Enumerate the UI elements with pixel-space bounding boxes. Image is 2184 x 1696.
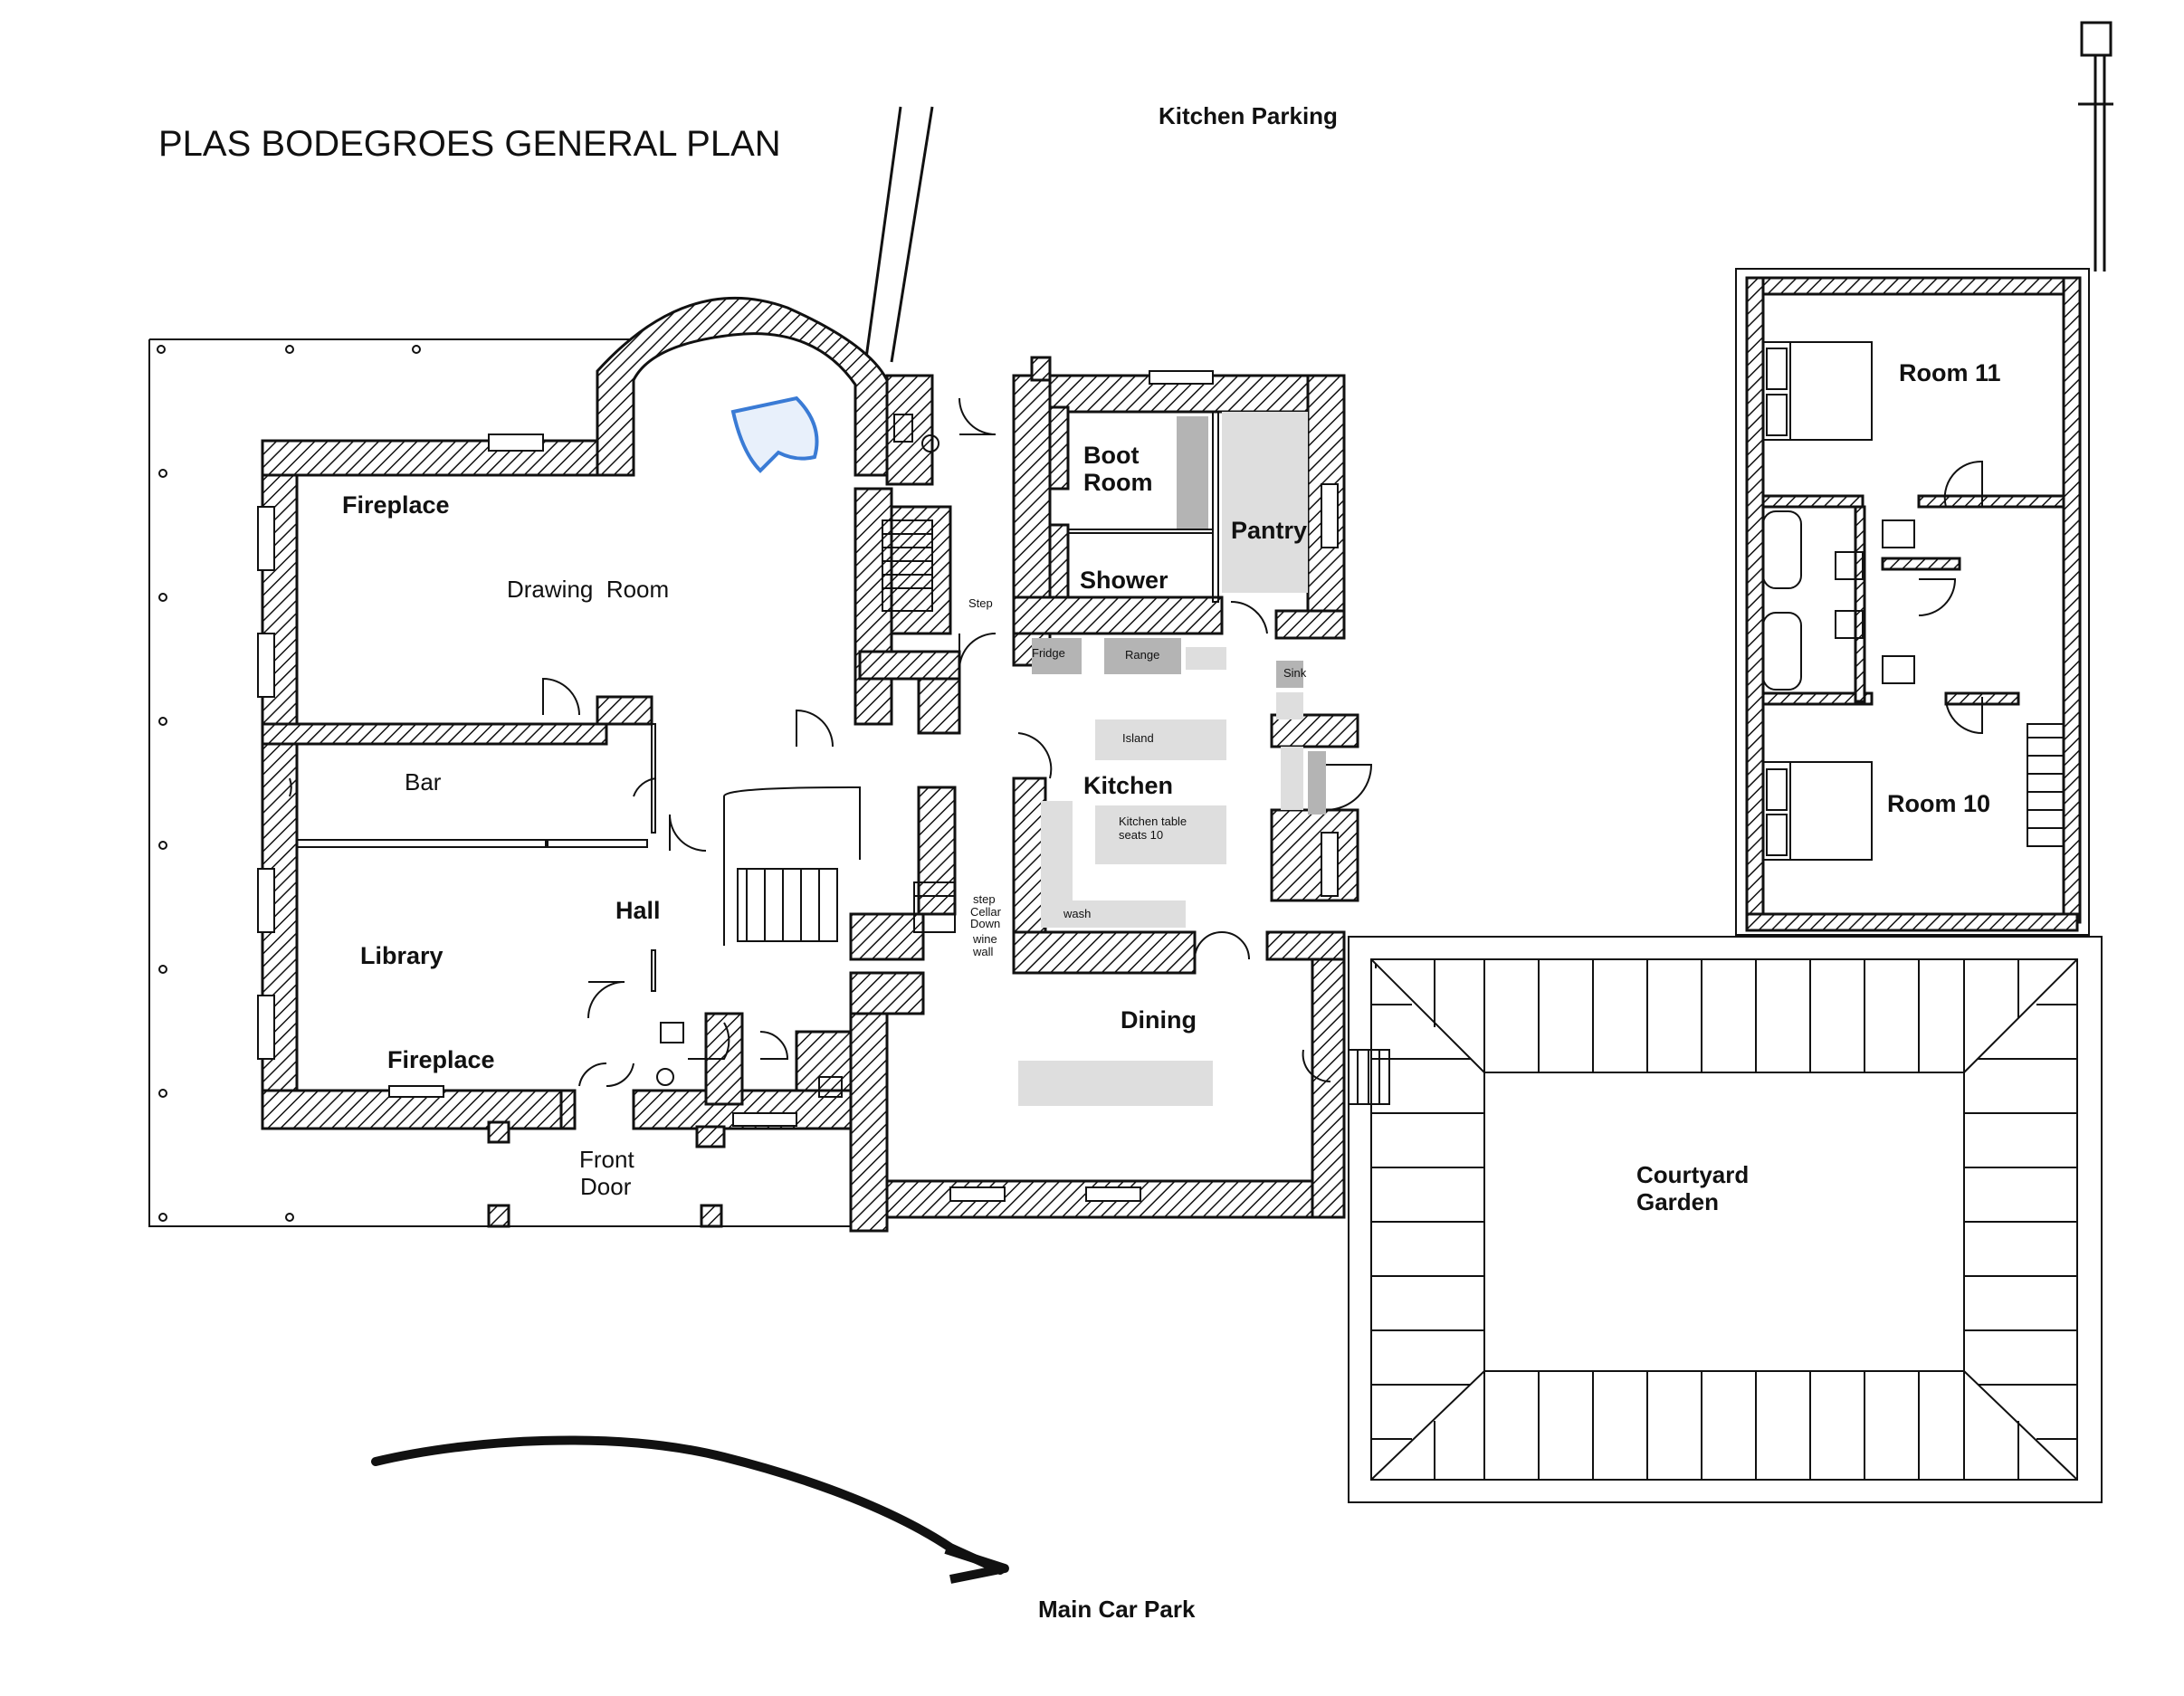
staircase-main (723, 786, 956, 946)
label-kitchen-table-1: Kitchen table (1119, 815, 1187, 828)
label-front-door-2: Door (580, 1173, 632, 1200)
courtyard-roof (1348, 936, 2103, 1503)
label-fireplace-bottom: Fireplace (387, 1046, 495, 1073)
doors (289, 397, 1373, 1088)
plan-title: PLAS BODEGROES GENERAL PLAN (158, 124, 781, 164)
terrace-posts (157, 345, 421, 1222)
label-kitchen-table-2: seats 10 (1119, 828, 1163, 842)
driveway (863, 21, 2113, 372)
label-hall: Hall (615, 897, 661, 924)
arrow-to-car-park (371, 1435, 1005, 1575)
staircase-rear (882, 519, 933, 612)
label-boot-1: Boot (1083, 442, 1139, 469)
label-drawing-room: Drawing Room (507, 576, 669, 603)
label-step-top: Step (968, 596, 993, 610)
label-room-11: Room 11 (1899, 359, 2001, 386)
label-wall: wall (972, 945, 994, 958)
boot-room-walls (1048, 405, 1219, 603)
label-front-door-1: Front (579, 1146, 634, 1173)
label-pantry: Pantry (1231, 517, 1307, 544)
label-sink: Sink (1283, 666, 1307, 680)
courtyard-rafters (1371, 959, 2077, 1480)
label-courtyard-1: Courtyard (1636, 1161, 1749, 1188)
label-bar: Bar (405, 768, 442, 796)
label-down: Down (970, 917, 1000, 930)
label-boot-2: Room (1083, 469, 1153, 496)
label-island: Island (1122, 731, 1154, 745)
label-kitchen: Kitchen (1083, 772, 1173, 799)
label-range: Range (1125, 648, 1159, 662)
annex-beds (1762, 341, 2065, 861)
terrace-outline (148, 338, 855, 1228)
label-room-10: Room 10 (1887, 790, 1990, 817)
label-main-car-park: Main Car Park (1038, 1596, 1196, 1623)
label-wine: wine (972, 932, 997, 946)
label-fridge: Fridge (1032, 646, 1065, 660)
label-dining: Dining (1121, 1006, 1197, 1034)
arrow-head (944, 1545, 1009, 1584)
windows (257, 370, 1339, 1202)
kitchen-fixtures (1018, 412, 1326, 1106)
piano (730, 395, 819, 473)
courtyard-steps (1348, 1049, 1390, 1105)
label-kitchen-parking: Kitchen Parking (1159, 102, 1338, 129)
annex-walls (1735, 268, 2090, 936)
label-shower: Shower (1080, 567, 1168, 594)
toilets (656, 414, 939, 1098)
label-courtyard-2: Garden (1636, 1188, 1719, 1215)
label-step-low: step (973, 892, 996, 906)
label-library: Library (360, 942, 443, 969)
label-wash: wash (1063, 907, 1091, 920)
label-cellar: Cellar (970, 905, 1002, 919)
label-fireplace-top: Fireplace (342, 491, 450, 519)
